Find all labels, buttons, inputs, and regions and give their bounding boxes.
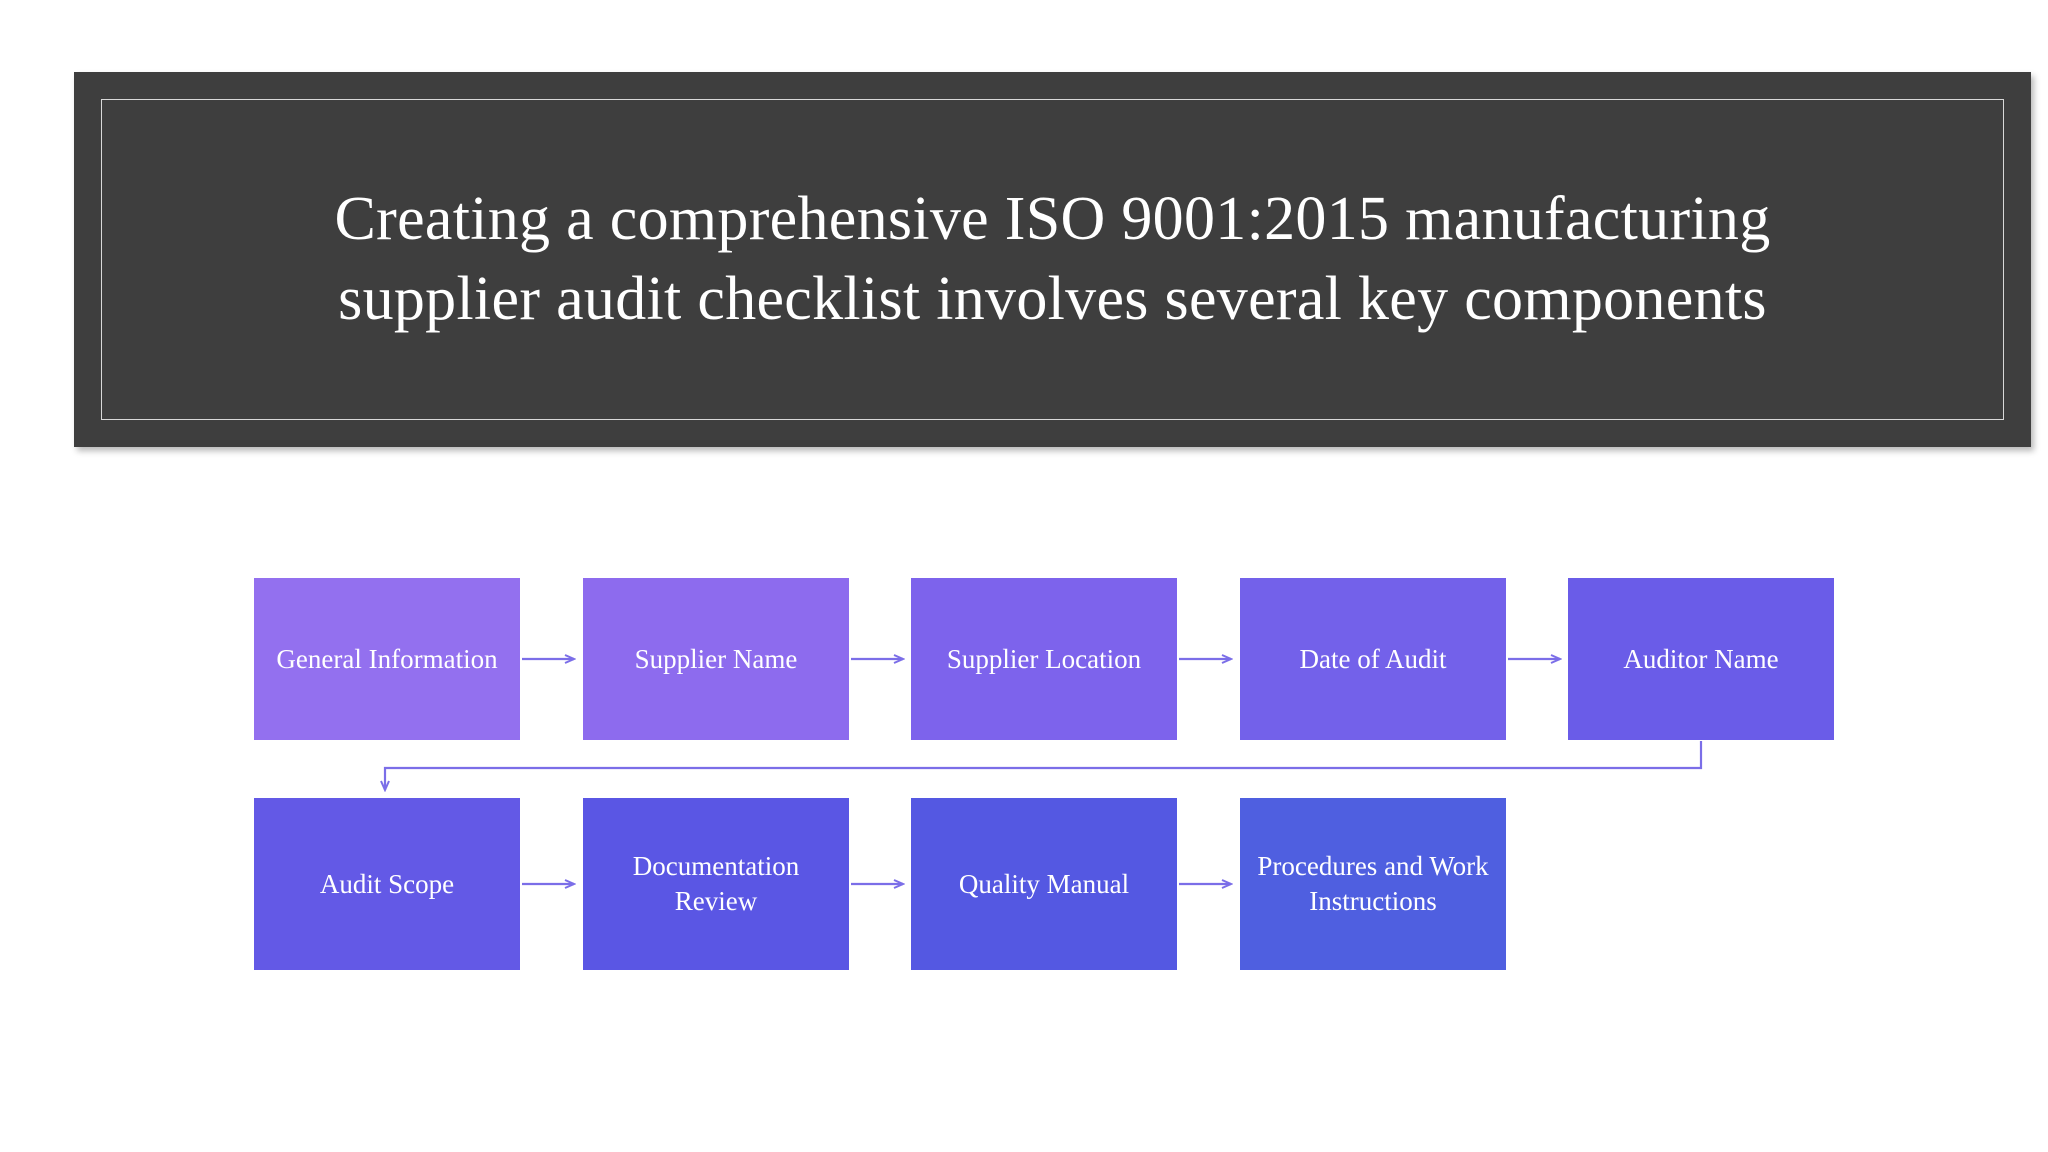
flow-node-label: Quality Manual: [958, 868, 1130, 899]
flow-node-label: Documentation Review: [632, 851, 800, 916]
flow-node-procedures-and-work-instructions[interactable]: Procedures and Work Instructions: [1240, 798, 1506, 970]
flow-node-supplier-name[interactable]: Supplier Name: [583, 578, 849, 740]
flow-node-audit-scope[interactable]: Audit Scope: [254, 798, 520, 970]
flow-node-label: Procedures and Work Instructions: [1257, 851, 1489, 916]
flow-node-auditor-name[interactable]: Auditor Name: [1568, 578, 1834, 740]
title-banner: Creating a comprehensive ISO 9001:2015 m…: [74, 72, 2031, 447]
flow-node-date-of-audit[interactable]: Date of Audit: [1240, 578, 1506, 740]
flow-node-label: Supplier Location: [946, 643, 1142, 674]
flow-node-label: Date of Audit: [1299, 643, 1447, 674]
title-banner-border: Creating a comprehensive ISO 9001:2015 m…: [101, 99, 2004, 420]
flow-node-label: Supplier Name: [634, 643, 798, 674]
page-title: Creating a comprehensive ISO 9001:2015 m…: [334, 185, 1771, 333]
flow-node-supplier-location[interactable]: Supplier Location: [911, 578, 1177, 740]
flow-node-general-information[interactable]: General Information: [254, 578, 520, 740]
arrow-auditor-to-audit-scope: [385, 741, 1703, 790]
flow-node-label: Audit Scope: [319, 868, 455, 899]
flow-node-documentation-review[interactable]: Documentation Review: [583, 798, 849, 970]
flow-node-label: Auditor Name: [1623, 643, 1779, 674]
flow-node-label: General Information: [276, 643, 498, 674]
flow-node-quality-manual[interactable]: Quality Manual: [911, 798, 1177, 970]
